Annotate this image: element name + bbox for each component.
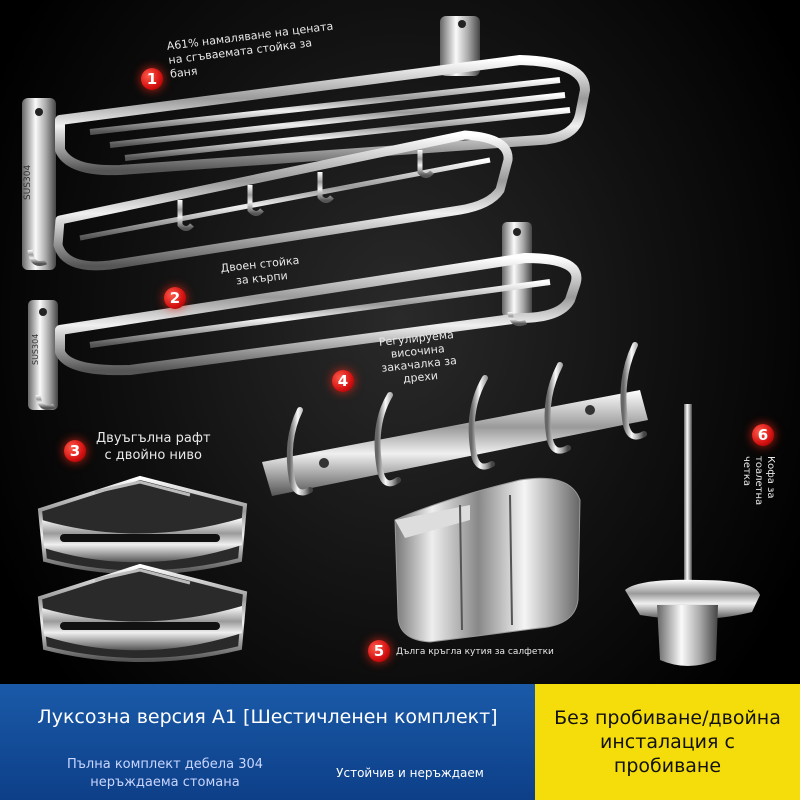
rack2-stamp: SUS304 <box>31 334 40 365</box>
banner-right-panel: Без пробиване/двойна инсталация с пробив… <box>535 684 800 800</box>
callout-label-4: Регулируема височина закачалка за дрехи <box>378 328 459 388</box>
rack1-bottom-frame <box>53 130 513 271</box>
tissue-box <box>394 477 581 643</box>
corner-shelf-upper <box>37 475 248 575</box>
banner-feature-1: Пълна комплект дебела 304 неръждаема сто… <box>66 757 264 790</box>
callout-label-3-line2: с двойно ниво <box>104 448 202 463</box>
double-towel-rack: SUS304 <box>28 222 582 411</box>
callout-label-6-line1: Кофа за <box>765 456 776 499</box>
callout-label-5: Дълга кръгла кутия за салфетки <box>396 647 554 657</box>
banner-right-text: Без пробиване/двойна инсталация с пробив… <box>554 707 781 777</box>
bottom-banner: Луксозна версия A1 [Шестичленен комплект… <box>0 684 800 800</box>
callout-badge-5: 5 <box>368 640 390 662</box>
toilet-brush-handle <box>684 404 692 604</box>
callout-label-3-line1: Двуъгълна рафт <box>96 431 211 446</box>
folding-towel-rack: SUS304 <box>22 16 590 271</box>
corner-shelves <box>37 475 248 662</box>
callout-badge-3: 3 <box>64 440 86 462</box>
rack1-wall-bracket <box>22 98 56 270</box>
rack1-back-bracket <box>440 16 480 76</box>
banner-feature-2: Устойчив и неръждаем <box>336 766 484 780</box>
hook-rail <box>262 342 648 496</box>
toilet-brush-holder <box>625 404 760 666</box>
callout-badge-4: 4 <box>332 370 354 392</box>
rack1-top-frame <box>55 55 590 176</box>
toilet-brush-cup <box>657 605 718 666</box>
product-illustration: SUS304 SUS304 <box>22 16 760 666</box>
rack1-stamp: SUS304 <box>23 165 33 200</box>
callout-label-6-line2: тоалетна <box>753 456 764 506</box>
corner-shelf-lower <box>37 563 248 662</box>
callout-badge-1: 1 <box>141 68 163 90</box>
callout-badge-6: 6 <box>752 424 774 446</box>
banner-title: Луксозна версия A1 [Шестичленен комплект… <box>37 706 498 728</box>
callout-label-3: Двуъгълна рафт с двойно ниво <box>96 430 211 464</box>
callout-badge-2: 2 <box>164 287 186 309</box>
hook-rail-bar <box>262 390 648 496</box>
rack1-hooks <box>27 150 434 266</box>
rack2-wall-bracket <box>28 300 58 410</box>
callout-label-6-line3: четка <box>741 456 752 487</box>
banner-left-panel: Луксозна версия A1 [Шестичленен комплект… <box>0 684 535 800</box>
hook-rail-hooks <box>286 342 647 496</box>
rack2-back-bracket <box>502 222 532 317</box>
callout-label-6: Кофа за тоалетна четка <box>740 456 776 505</box>
rack2-frame <box>55 253 582 376</box>
